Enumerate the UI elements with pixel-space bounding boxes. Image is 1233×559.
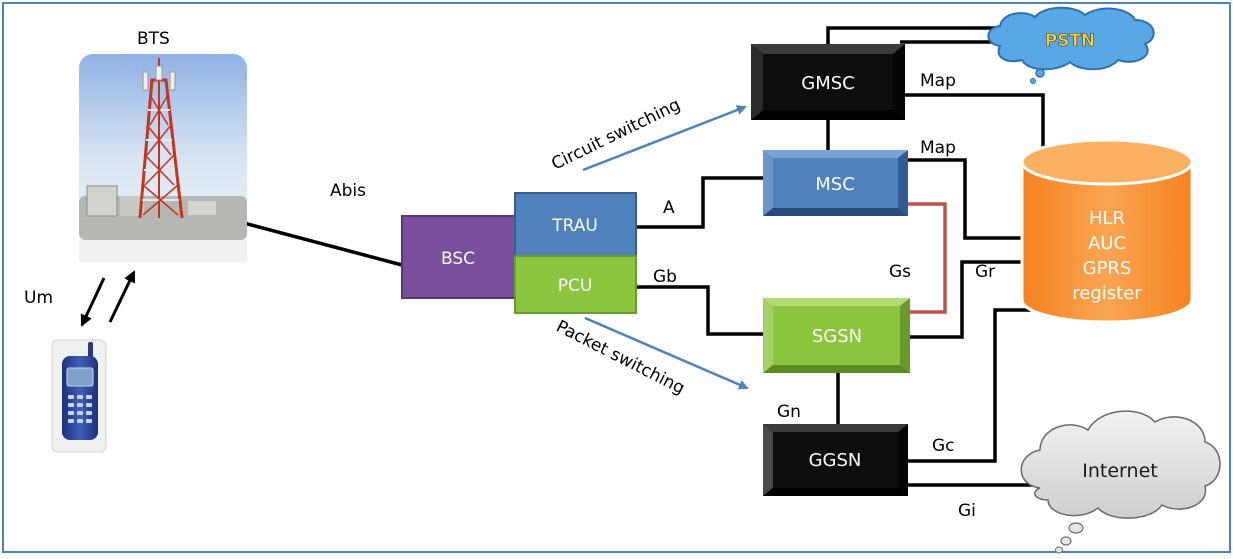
sgsn-node: SGSN	[763, 298, 910, 373]
hlr-line-1: HLR	[1089, 208, 1125, 229]
a-link	[636, 176, 763, 229]
gr-link	[910, 260, 1028, 339]
connection-lines	[239, 26, 1045, 487]
internet-cloud-node: Internet	[1020, 410, 1221, 554]
sgsn-label: SGSN	[812, 326, 862, 347]
gi-interface-label: Gi	[958, 501, 976, 521]
hlr-database-node: HLR AUC GPRS register	[1020, 138, 1194, 324]
bsc-node: BSC	[401, 215, 516, 299]
ggsn-node: GGSN	[763, 424, 908, 496]
hlr-line-3: GPRS	[1083, 258, 1132, 279]
packet-switching-arrow	[584, 316, 749, 390]
gs-link	[897, 202, 947, 314]
bts-label: BTS	[137, 29, 170, 49]
ggsn-label: GGSN	[809, 450, 862, 471]
gmsc-label: GMSC	[801, 73, 854, 94]
gr-interface-label: Gr	[975, 262, 995, 282]
map-mid-label: Map	[920, 138, 956, 158]
pstn-link-top	[826, 26, 1030, 44]
internet-label: Internet	[1082, 460, 1157, 482]
circuit-switching-arrow	[582, 105, 747, 172]
hlr-line-2: AUC	[1088, 233, 1126, 254]
msc-node: MSC	[763, 150, 908, 216]
gs-interface-label: Gs	[889, 262, 911, 282]
abis-label: Abis	[330, 181, 366, 201]
msc-label: MSC	[815, 174, 855, 195]
um-uplink-arrow	[108, 270, 136, 323]
trau-node: TRAU	[514, 192, 637, 257]
pcu-label: PCU	[558, 276, 593, 296]
pcu-node: PCU	[514, 255, 637, 314]
abis-link	[239, 220, 403, 267]
map-link-mid	[908, 158, 1028, 240]
gmsc-node: GMSC	[751, 44, 905, 120]
um-label: Um	[24, 288, 53, 308]
um-downlink-arrow	[80, 277, 106, 327]
bts-tower-icon	[79, 54, 247, 262]
trau-label: TRAU	[551, 216, 598, 236]
map-link-top	[905, 93, 1045, 160]
pstn-cloud-node: PSTN	[987, 6, 1155, 84]
gb-interface-label: Gb	[653, 267, 677, 287]
gb-link	[636, 285, 763, 336]
gn-interface-label: Gn	[777, 402, 801, 422]
mobile-phone-icon	[51, 339, 107, 453]
bsc-label: BSC	[441, 249, 475, 269]
map-top-label: Map	[920, 71, 956, 91]
hlr-line-4: register	[1072, 283, 1142, 304]
pstn-label: PSTN	[1045, 31, 1096, 51]
gc-interface-label: Gc	[932, 436, 955, 456]
gc-link	[908, 308, 1032, 463]
a-interface-label: A	[663, 198, 675, 218]
